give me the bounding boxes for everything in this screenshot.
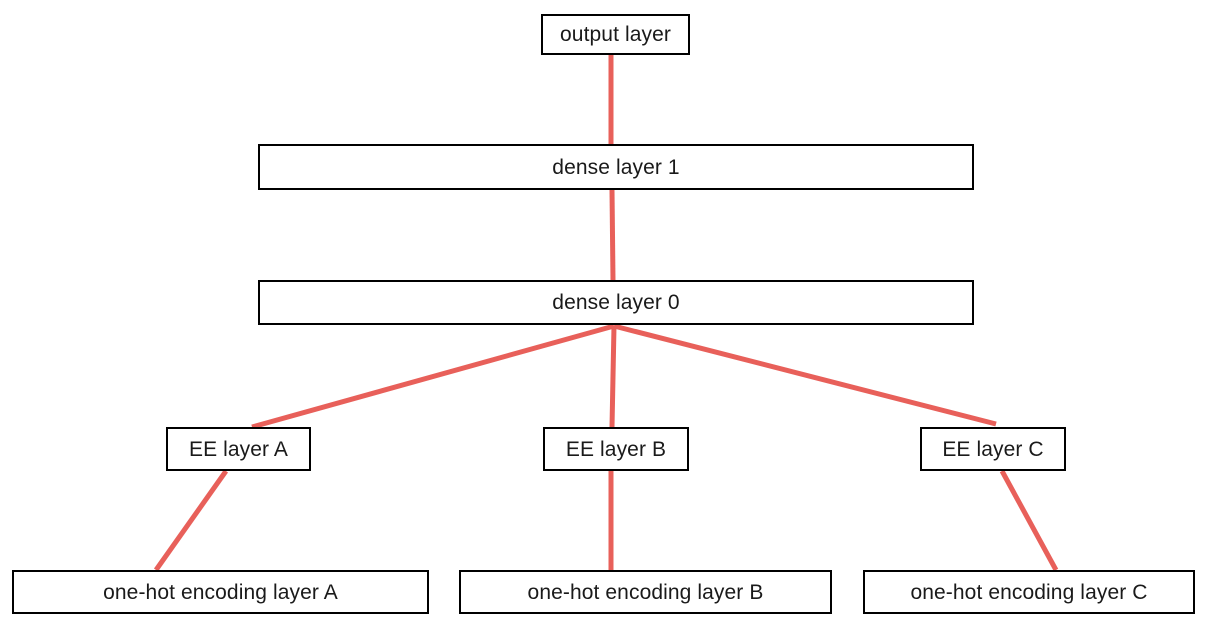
node-dense-layer-1[interactable]: dense layer 1 (258, 144, 974, 190)
node-output-layer-label: output layer (560, 23, 671, 46)
node-onehot-layer-b-label: one-hot encoding layer B (527, 580, 764, 604)
node-ee-layer-c-label: EE layer C (942, 437, 1044, 461)
edge-dense0-dense1 (609, 189, 616, 281)
node-ee-layer-c[interactable]: EE layer C (920, 427, 1066, 471)
edge-eea-dense0 (251, 323, 615, 430)
node-onehot-layer-a[interactable]: one-hot encoding layer A (12, 570, 429, 614)
node-ee-layer-b[interactable]: EE layer B (543, 427, 689, 471)
node-onehot-layer-c[interactable]: one-hot encoding layer C (863, 570, 1195, 614)
node-ee-layer-a[interactable]: EE layer A (166, 427, 311, 471)
node-dense-layer-1-label: dense layer 1 (552, 155, 680, 179)
node-output-layer[interactable]: output layer (541, 14, 690, 55)
node-ee-layer-a-label: EE layer A (188, 437, 289, 461)
node-onehot-layer-a-label: one-hot encoding layer A (103, 580, 338, 604)
edge-onehota-eea (153, 469, 229, 572)
node-onehot-layer-c-label: one-hot encoding layer C (910, 580, 1148, 604)
edge-onehotc-eec (999, 469, 1059, 572)
edge-eec-dense0 (613, 323, 997, 427)
node-ee-layer-b-label: EE layer B (565, 437, 667, 461)
node-onehot-layer-b[interactable]: one-hot encoding layer B (459, 570, 832, 614)
edge-eeb-dense0 (609, 325, 617, 428)
node-dense-layer-0[interactable]: dense layer 0 (258, 280, 974, 325)
node-dense-layer-0-label: dense layer 0 (552, 291, 680, 314)
